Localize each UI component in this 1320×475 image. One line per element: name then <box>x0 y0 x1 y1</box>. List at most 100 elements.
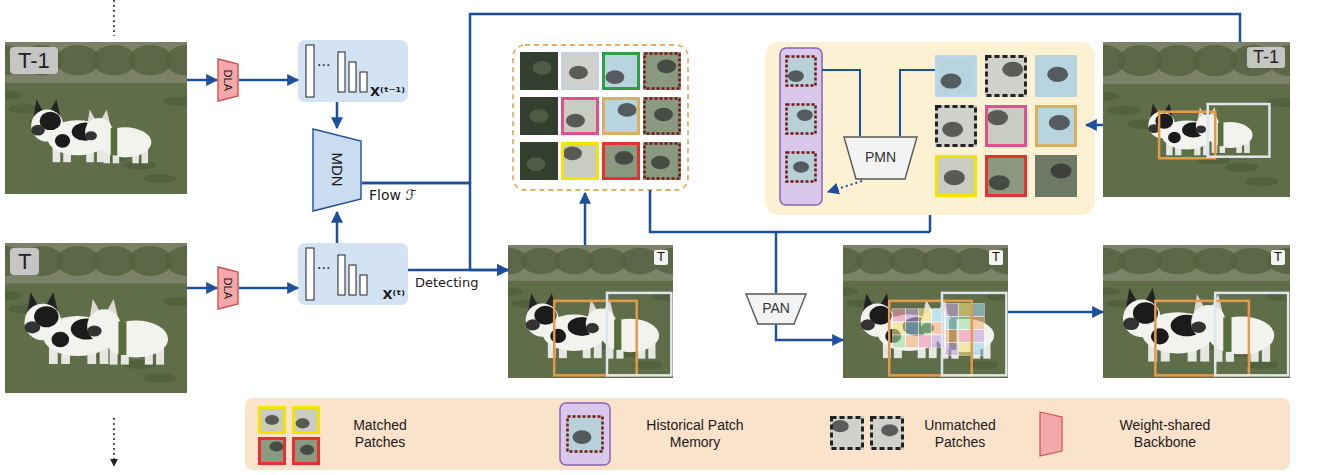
background <box>843 245 1008 281</box>
block-shape <box>746 294 806 324</box>
node-label: T <box>989 250 1003 265</box>
grass-tuft <box>163 297 187 306</box>
patch-texture <box>1002 62 1023 77</box>
patch-texture <box>563 147 582 161</box>
node-label: T-1 <box>10 47 58 74</box>
patch-overlay <box>919 322 932 335</box>
patch-overlay <box>971 330 984 343</box>
patch-texture <box>797 109 813 121</box>
connector <box>187 287 217 290</box>
grass-tuft <box>1245 177 1279 186</box>
grass-tuft <box>1103 92 1120 101</box>
dog-muzzle <box>586 323 599 333</box>
dog-harness <box>111 128 118 156</box>
feature-pyramid <box>298 40 408 102</box>
dog-spot <box>52 332 69 348</box>
node-label: DLA <box>222 277 235 298</box>
patch-texture <box>1047 67 1068 82</box>
patch-border <box>294 439 319 464</box>
feature-map <box>360 72 367 92</box>
patch-texture <box>615 151 634 165</box>
patch-overlay <box>971 343 984 356</box>
node-label: X⁽ᵗ⁻¹⁾ <box>370 85 405 100</box>
frame-image: T-1 <box>5 42 187 194</box>
connector <box>336 212 339 243</box>
patch-texture <box>944 170 965 185</box>
feature-pyramid <box>298 243 408 305</box>
patch-grid-frame <box>513 45 688 190</box>
patch-border <box>872 418 903 449</box>
patch <box>258 437 286 465</box>
patch-texture <box>572 430 591 444</box>
patch-border <box>563 99 598 134</box>
backbone-block: DLA <box>217 58 239 102</box>
node-label: ... <box>317 255 330 273</box>
patch-border <box>787 105 816 134</box>
patch <box>643 142 681 180</box>
patch <box>870 416 904 450</box>
patch-border <box>787 57 816 86</box>
dog-muzzle <box>526 319 540 330</box>
legend-backbone <box>1040 412 1062 456</box>
photo <box>1081 245 1313 378</box>
bounding-box <box>1155 301 1249 375</box>
dotted-line <box>113 0 115 36</box>
connector <box>362 183 508 270</box>
patch <box>643 97 681 135</box>
tree <box>1268 248 1290 275</box>
patch <box>985 155 1027 197</box>
patch-border <box>604 99 639 134</box>
patch <box>830 416 864 450</box>
matching-panel <box>765 42 1095 215</box>
network-block: MDN <box>312 128 362 212</box>
patch <box>602 52 640 90</box>
patch-overlay <box>958 343 971 356</box>
patch-border <box>604 54 639 89</box>
patch-border <box>987 107 1026 146</box>
node-label: T <box>654 250 668 265</box>
block-shape <box>844 137 917 179</box>
patch-texture <box>987 110 1008 125</box>
legend-label: Weight-shared Backbone <box>1100 417 1230 451</box>
dog-head <box>1191 305 1226 340</box>
legend-band <box>245 398 1290 470</box>
patch-overlay <box>958 330 971 343</box>
dog-muzzle <box>25 321 41 333</box>
node-label: PMN <box>865 149 896 165</box>
patch-border <box>645 99 680 134</box>
patch-border <box>937 157 976 196</box>
patch-texture <box>300 445 314 455</box>
dotted-arrow <box>828 181 862 192</box>
node-label: X⁽ᵗ⁾ <box>382 288 405 303</box>
connector <box>239 287 298 290</box>
patch-border <box>645 54 680 89</box>
patch-texture <box>657 60 676 74</box>
connector <box>336 102 339 128</box>
patch-overlay <box>958 304 971 317</box>
feature-box: ... X⁽ᵗ⁾ <box>298 243 408 305</box>
bounding-box <box>1215 293 1288 375</box>
frame-image: T-1 <box>1103 42 1290 197</box>
patch-texture <box>1049 115 1070 130</box>
dog-head <box>586 309 616 339</box>
patch-texture <box>940 73 961 88</box>
node-label: T-1 <box>1247 47 1285 68</box>
dog-spot <box>1151 328 1169 344</box>
dog-spot <box>55 134 70 148</box>
tree <box>653 248 673 275</box>
patch-overlay <box>893 322 906 335</box>
patch <box>520 52 558 90</box>
patch-border <box>563 144 598 179</box>
patch <box>602 97 640 135</box>
patch-overlay <box>919 309 932 322</box>
dog-muzzle <box>861 319 875 330</box>
legend-label: Matched Patches <box>330 417 430 451</box>
patch-texture <box>605 70 624 84</box>
dog-harness <box>1223 317 1231 352</box>
node-label: T <box>10 248 39 275</box>
grass-tuft <box>143 374 176 383</box>
background <box>508 245 673 281</box>
grass-tuft <box>5 91 21 100</box>
patch-overlay <box>958 317 971 330</box>
